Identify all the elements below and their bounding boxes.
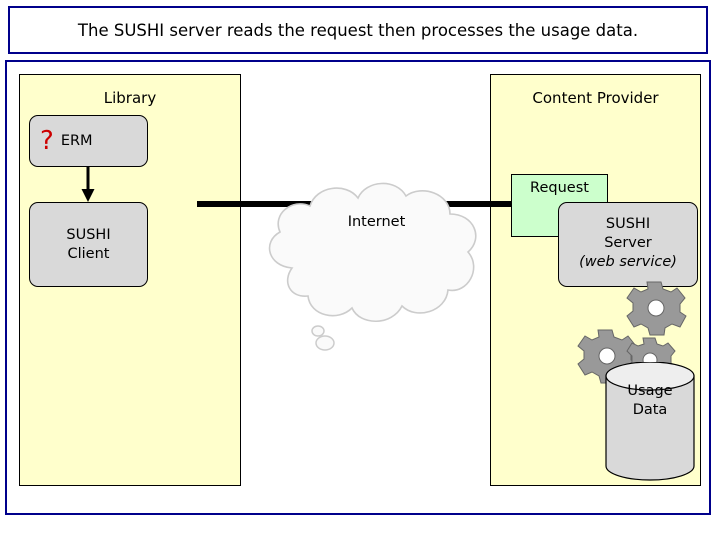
sushi-server-box: SUSHI Server (web service) — [558, 202, 698, 287]
page-title: The SUSHI server reads the request then … — [77, 20, 639, 40]
sushi-client-line1: SUSHI — [66, 226, 111, 243]
database-cylinder-icon — [605, 362, 695, 481]
sushi-server-line3: (web service) — [579, 254, 677, 270]
question-mark-icon: ? — [40, 126, 54, 156]
diagram-frame: Library Content Provider ? ERM SUSHI Cli… — [5, 60, 711, 515]
erm-box-label: ERM — [60, 132, 93, 149]
erm-box: ? ERM — [29, 115, 148, 167]
usage-data-line2: Data — [632, 402, 668, 418]
sushi-server-line1: SUSHI — [605, 216, 651, 232]
usage-data-label: Usage Data — [602, 382, 698, 420]
request-box-label: Request — [530, 180, 589, 196]
sushi-server-line2: Server — [604, 235, 652, 251]
usage-data-line1: Usage — [627, 383, 673, 399]
sushi-client-box: SUSHI Client — [29, 202, 148, 287]
title-banner: The SUSHI server reads the request then … — [8, 6, 708, 54]
cloud-label: Internet — [347, 214, 406, 230]
sushi-client-line2: Client — [67, 245, 110, 262]
zone-content-provider-label: Content Provider — [532, 89, 659, 107]
zone-library-label: Library — [103, 89, 157, 107]
cloud-icon — [268, 182, 477, 351]
down-arrow-icon — [81, 167, 95, 202]
